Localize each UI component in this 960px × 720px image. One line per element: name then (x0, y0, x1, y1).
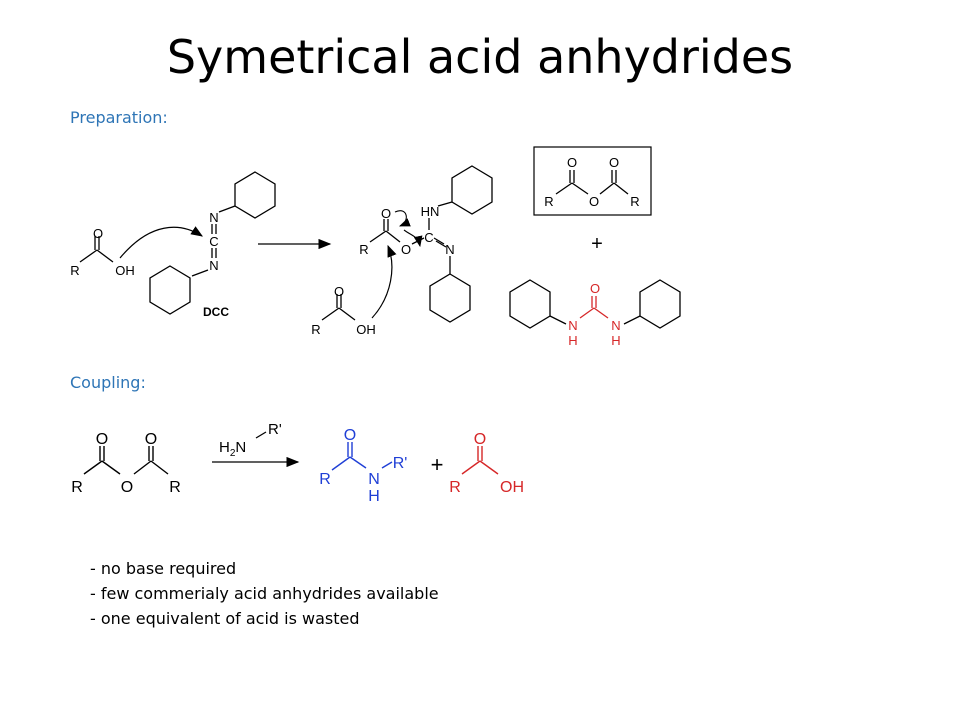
notes-list: - no base required - few commerialy acid… (90, 556, 439, 631)
atom-label: OH (500, 479, 524, 496)
carboxylic-acid-2 (321, 294, 356, 321)
atom-label: R (449, 479, 461, 496)
atom-label: R (70, 263, 79, 278)
curved-arrow (119, 226, 204, 259)
dcc-label: DCC (203, 305, 229, 319)
atom-label: N (568, 318, 577, 333)
atom-label: O (93, 226, 103, 241)
carboxylic-acid-1 (79, 236, 114, 263)
atom-label: H (568, 333, 577, 348)
atom-label: O (474, 431, 486, 448)
anhydride-reactant (83, 446, 169, 475)
atom-label: R (311, 322, 320, 337)
atom-label: R (544, 194, 553, 209)
atom-label: O (381, 206, 391, 221)
atom-label: HN (421, 204, 440, 219)
atom-label: O (96, 431, 108, 448)
atom-label: R (319, 471, 331, 488)
atom-label: R' (268, 421, 282, 438)
anhydride-product (555, 170, 629, 195)
note-item: - one equivalent of acid is wasted (90, 609, 360, 628)
atom-label: R (169, 479, 181, 496)
amine-reagent: H2N (219, 439, 246, 459)
atom-label: O (609, 155, 619, 170)
atom-label: O (344, 427, 356, 444)
slide-title: Symetrical acid anhydrides (166, 30, 794, 84)
atom-label: N (611, 318, 620, 333)
atom-label: N (209, 258, 218, 273)
atom-label: OH (356, 322, 376, 337)
curved-arrow (394, 210, 411, 227)
note-item: - no base required (90, 559, 237, 578)
plus-sign: + (431, 452, 444, 477)
atom-label: O (121, 479, 133, 496)
note-item: - few commerialy acid anhydrides availab… (90, 584, 439, 603)
atom-label: R (359, 242, 368, 257)
atom-label: H (368, 488, 380, 505)
plus-sign: + (591, 233, 603, 255)
amide-product (331, 442, 393, 471)
preparation-label: Preparation: (70, 108, 168, 127)
atom-label: N (445, 242, 454, 257)
dcu-byproduct (509, 279, 681, 329)
atom-label: N (368, 471, 380, 488)
atom-label: O (334, 284, 344, 299)
dcc-molecule (149, 171, 276, 315)
coupling-label: Coupling: (70, 373, 146, 392)
atom-label: N (209, 210, 218, 225)
amine-bond (255, 431, 267, 439)
curved-arrow (371, 244, 397, 319)
atom-label: O (145, 431, 157, 448)
curved-arrow (403, 229, 423, 248)
atom-label: R' (393, 455, 408, 472)
atom-label: O (589, 194, 599, 209)
acid-byproduct (461, 446, 499, 475)
atom-label: C (424, 230, 433, 245)
atom-label: R (71, 479, 83, 496)
product-box (533, 146, 652, 216)
atom-label: OH (115, 263, 135, 278)
atom-label: O (567, 155, 577, 170)
atom-label: O (401, 242, 411, 257)
atom-label: H (611, 333, 620, 348)
atom-label: C (209, 234, 218, 249)
atom-label: R (630, 194, 639, 209)
atom-label: O (590, 281, 600, 296)
